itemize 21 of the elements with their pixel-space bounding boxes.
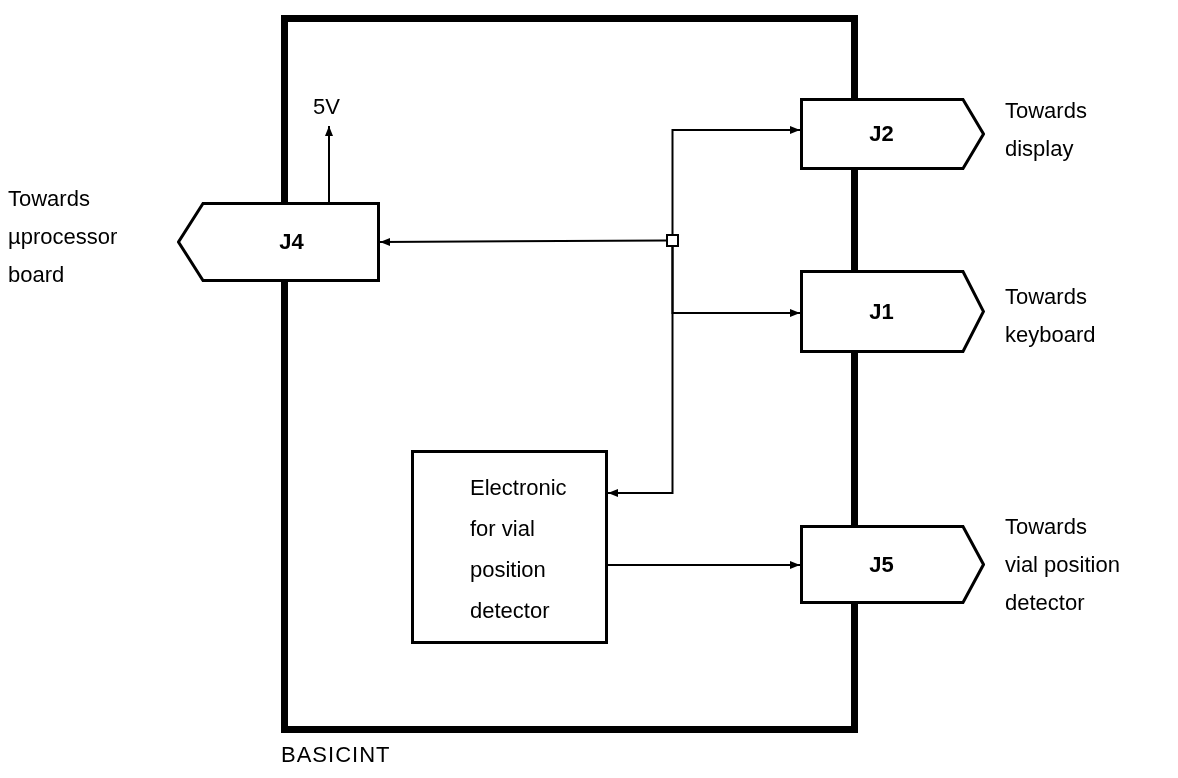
connector-label: Towards display [1005, 97, 1088, 163]
board-name: BASICINT [281, 741, 391, 769]
connector-label: Towards keyboard [1005, 283, 1097, 349]
connector-label: Towards µprocessor board [8, 185, 119, 289]
arrow [325, 125, 333, 203]
connector-shape [800, 525, 985, 604]
connector-id: J4 [278, 228, 305, 256]
arrow [607, 246, 674, 497]
connector-id: J1 [868, 297, 895, 326]
connector-shape [177, 202, 380, 282]
connector-id: J2 [868, 120, 895, 148]
connector-label: Towards vial position detector [1005, 513, 1121, 617]
connector-shape [800, 270, 985, 353]
connector-shape [800, 98, 985, 170]
arrow [379, 237, 667, 246]
connector-id: J5 [868, 550, 895, 579]
arrow [607, 561, 801, 569]
process-box [411, 450, 608, 644]
box-text: Electronic for vial position detector [470, 474, 568, 625]
voltage-label: 5V [313, 93, 340, 121]
arrow [671, 126, 801, 235]
